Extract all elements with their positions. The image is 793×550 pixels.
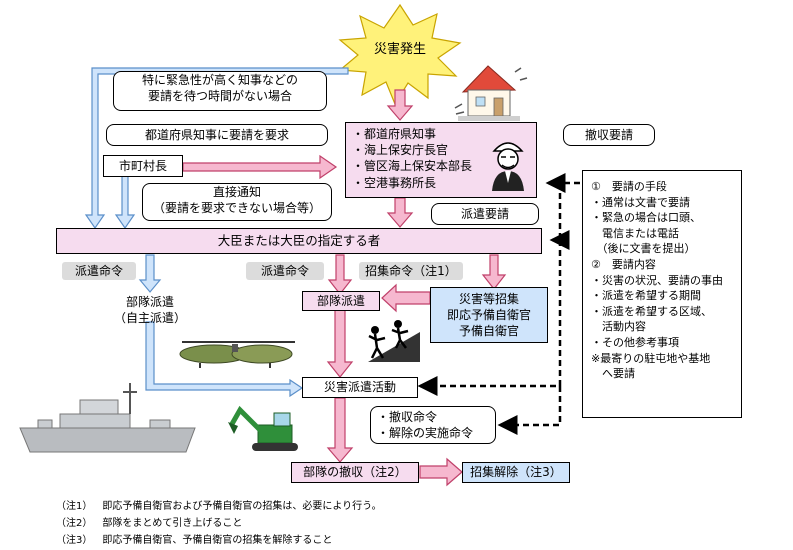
panel-line: 電信または電話: [591, 226, 679, 240]
panel-line: ※最寄りの駐屯地や基地: [591, 351, 711, 365]
self-dispatch-label: 部隊派遣 （自主派遣）: [113, 295, 186, 326]
request-demand-note: 都道府県知事に要請を要求: [106, 124, 328, 146]
panel-line: 活動内容: [591, 320, 646, 334]
dispatch-order-middle: 派遣命令: [246, 262, 324, 280]
withdraw-request-note: 撤収要請: [563, 124, 655, 146]
damaged-house-icon: [454, 65, 528, 121]
excavator-icon: [228, 405, 298, 451]
reserve-callup-box: 災害等招集 即応予備自衛官 予備自衛官: [430, 287, 548, 343]
helicopter-icon: [179, 341, 295, 368]
requester-item: ・管区海上保安本部長: [352, 159, 473, 174]
panel-line: へ要請: [591, 367, 635, 381]
dispatch-order-left: 派遣命令: [62, 262, 136, 280]
panel-line: ・その他参考事項: [591, 336, 679, 350]
climbers-icon: [368, 320, 420, 362]
panel-line: ② 要請内容: [591, 258, 656, 272]
requesters-box: ・都道府県知事 ・海上保安庁長官 ・管区海上保安本部長 ・空港事務所長: [345, 122, 537, 198]
requester-item: ・空港事務所長: [352, 175, 437, 190]
minister-bar: 大臣または大臣の指定する者: [56, 228, 542, 254]
relief-activity-box: 災害派遣活動: [302, 377, 418, 398]
official-person-icon: [488, 135, 528, 191]
ship-icon: [19, 383, 196, 453]
request-route-arrows: [182, 89, 507, 487]
requester-item: ・都道府県知事: [352, 127, 437, 141]
footnote-2: （注2）部隊をまとめて引き上げること: [56, 518, 243, 529]
requester-item: ・海上保安庁長官: [352, 143, 449, 158]
panel-line: ・派遣を希望する期間: [591, 289, 701, 303]
unit-withdrawal-box: 部隊の撤収（注2）: [291, 462, 419, 483]
callup-release-box: 招集解除（注3）: [462, 462, 570, 483]
withdraw-orders-note: ・撤収命令 ・解除の実施命令: [370, 406, 496, 444]
panel-line: （後に文書を提出）: [591, 242, 696, 256]
direct-notice-note: 直接通知 （要請を要求できない場合等）: [142, 183, 332, 221]
mayor-box: 市町村長: [103, 155, 183, 177]
urgent-case-note: 特に緊急性が高く知事などの 要請を待つ時間がない場合: [113, 71, 327, 111]
panel-line: ・通常は文書で要請: [591, 195, 690, 209]
withdraw-dashed-lines: [417, 173, 580, 435]
request-details-panel: ① 要請の手段 ・通常は文書で要請 ・緊急の場合は口頭、 電信または電話 （後に…: [582, 170, 742, 418]
footnote-1: （注1）即応予備自衛官および予備自衛官の招集は、必要により行う。: [56, 501, 382, 512]
panel-line: ① 要請の手段: [591, 180, 667, 193]
dispatch-request-note: 派遣要請: [431, 203, 539, 225]
panel-line: ・災害の状況、要請の事由: [591, 273, 723, 287]
callup-order: 招集命令（注1）: [359, 262, 463, 280]
footnote-3: （注3）即応予備自衛官、予備自衛官の招集を解除すること: [56, 535, 333, 546]
panel-line: ・緊急の場合は口頭、: [591, 211, 701, 225]
unit-dispatch-box: 部隊派遣: [302, 291, 380, 311]
panel-line: ・派遣を希望する区域、: [591, 304, 712, 318]
disaster-occurrence-label: 災害発生: [373, 42, 426, 58]
